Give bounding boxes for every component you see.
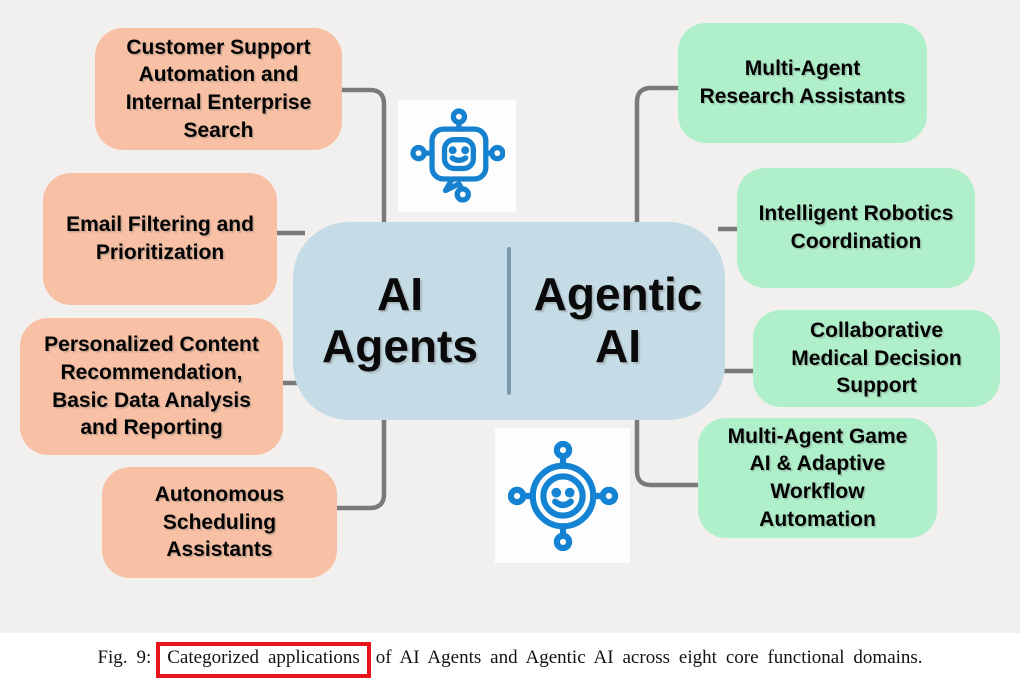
connector-scheduling (337, 412, 387, 511)
ai-agents-label: AI Agents (293, 269, 507, 372)
box-personalized-content: Personalized Content Recommendation, Bas… (20, 318, 283, 455)
connector-game-workflow (634, 412, 700, 488)
box-intelligent-robotics: Intelligent Robotics Coordination (737, 168, 975, 288)
ai-agents-line1: AI (377, 268, 423, 321)
connector-lines (275, 85, 755, 511)
box-label: Multi-Agent Research Assistants (699, 57, 906, 108)
figure-caption: Fig. 9: Categorized applications of AI A… (97, 642, 923, 678)
box-label: Personalized Content Recommendation, Bas… (44, 333, 259, 440)
box-multi-agent-game: Multi-Agent Game AI & Adaptive Workflow … (698, 418, 937, 538)
center-divider (507, 247, 511, 395)
robot-network-icon (495, 428, 630, 563)
agentic-ai-line2: AI (595, 320, 641, 372)
caption-highlight-redbox: Categorized applications (156, 642, 371, 678)
box-label: Customer Support Automation and Internal… (125, 35, 312, 142)
box-autonomous-scheduling: Autonomous Scheduling Assistants (102, 467, 337, 578)
caption-suffix: of AI Agents and Agentic AI across eight… (375, 647, 923, 668)
box-label: Collaborative Medical Decision Support (791, 318, 962, 398)
box-label: Multi-Agent Game AI & Adaptive Workflow … (727, 424, 908, 531)
box-email-filtering: Email Filtering and Prioritization (43, 173, 277, 305)
ai-agents-line2: Agents (322, 320, 478, 372)
agentic-ai-label: Agentic AI (511, 269, 725, 372)
connector-research-assistants (634, 85, 680, 230)
connector-customer-support (342, 87, 387, 230)
robot-chat-icon (398, 100, 516, 212)
agentic-ai-line1: Agentic (533, 268, 703, 321)
box-label: Email Filtering and Prioritization (66, 213, 254, 264)
box-label: Autonomous Scheduling Assistants (154, 482, 285, 562)
caption-strip: Fig. 9: Categorized applications of AI A… (0, 633, 1020, 695)
box-label: Intelligent Robotics Coordination (758, 202, 954, 253)
box-customer-support-automation: Customer Support Automation and Internal… (95, 28, 342, 150)
box-collaborative-medical: Collaborative Medical Decision Support (753, 310, 1000, 407)
caption-prefix: Fig. 9: (97, 647, 152, 668)
center-concept-box: AI Agents Agentic AI (293, 222, 725, 420)
box-multi-agent-research: Multi-Agent Research Assistants (678, 23, 927, 143)
